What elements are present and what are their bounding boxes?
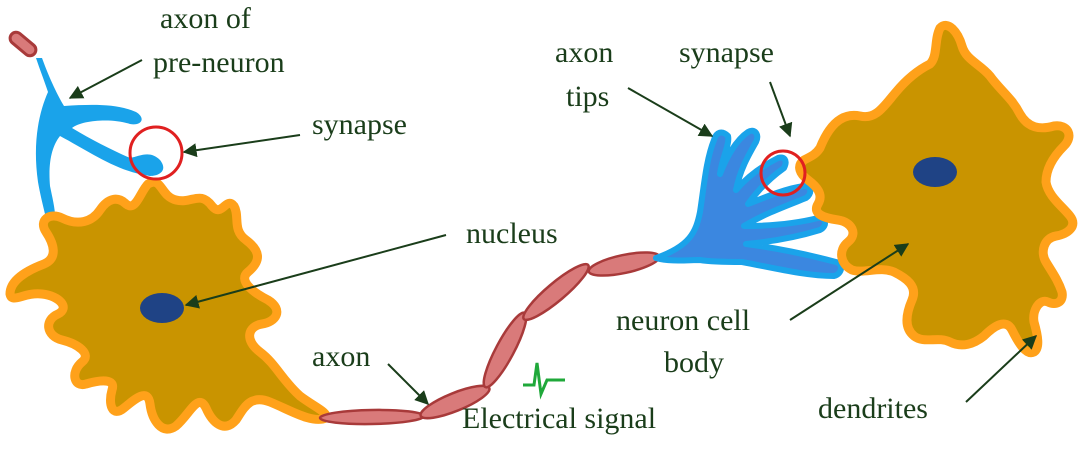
arrow-axon-tips	[627, 87, 714, 137]
axon-chain	[318, 251, 661, 426]
label-pre-neuron: pre-neuron	[153, 46, 285, 79]
synapse-circle-left	[128, 125, 184, 181]
axon-segment	[419, 384, 491, 420]
label-neuron-cell: neuron cell	[616, 304, 750, 337]
axon-segment	[522, 262, 590, 322]
axon-segment	[482, 311, 528, 389]
label-body: body	[664, 346, 724, 379]
left-neuron-cell-body	[5, 177, 331, 434]
label-axon-tips-2: tips	[566, 80, 609, 113]
electrical-signal-icon	[523, 362, 565, 400]
synapse-circle-right	[759, 149, 807, 197]
arrow-synapse-right	[769, 81, 793, 138]
label-nucleus: nucleus	[466, 217, 558, 250]
right-neuron-cell-body	[795, 21, 1078, 358]
label-arrows	[68, 59, 1038, 405]
label-dendrites: dendrites	[818, 392, 928, 425]
axon-segment	[318, 408, 426, 426]
arrow-synapse-left	[182, 134, 301, 158]
label-synapse-right: synapse	[679, 36, 774, 69]
arrow-nucleus	[184, 234, 447, 309]
label-synapse-left: synapse	[312, 108, 407, 141]
pre-neuron-axon-branch	[35, 58, 164, 232]
axon-segment	[587, 251, 661, 277]
right-axon-tips	[653, 127, 844, 279]
label-axon-of: axon of	[160, 2, 251, 35]
arrow-dendrites	[965, 335, 1038, 403]
labels: axon of pre-neuron synapse nucleus axon …	[153, 2, 928, 435]
left-nucleus	[140, 293, 184, 323]
label-axon-tips-1: axon	[555, 36, 613, 69]
arrow-cell-body	[789, 243, 910, 321]
arrow-axon	[387, 363, 429, 405]
label-axon: axon	[312, 340, 370, 373]
arrow-pre-neuron	[68, 59, 143, 99]
pre-neuron-axon-terminal	[8, 30, 164, 232]
right-nucleus	[913, 157, 957, 187]
label-electrical-signal: Electrical signal	[462, 402, 656, 435]
